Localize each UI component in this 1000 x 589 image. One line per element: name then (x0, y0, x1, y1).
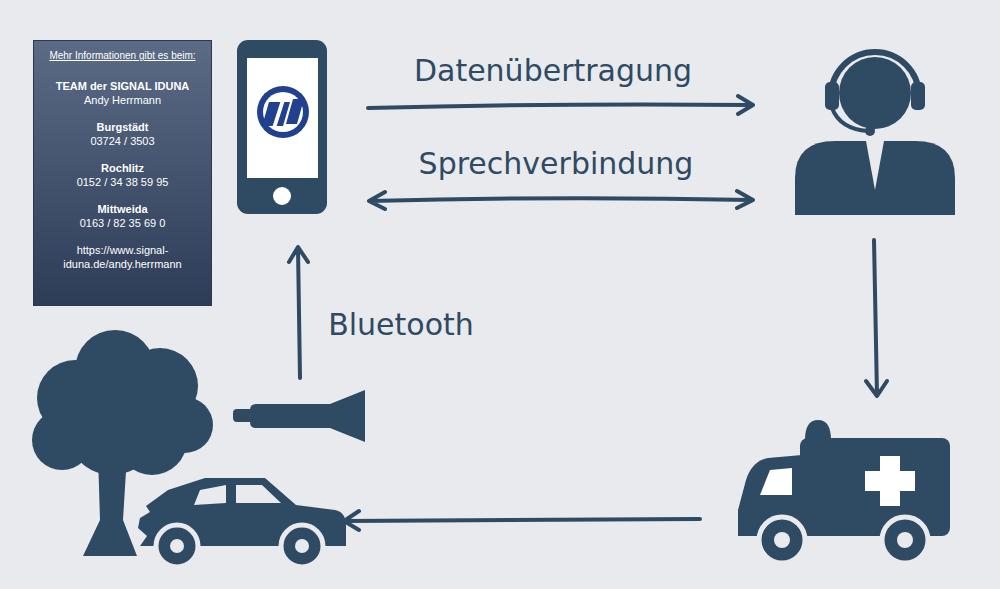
info-heading: Mehr Informationen gibt es beim: (40, 49, 205, 63)
contact-heading: Rochlitz (40, 161, 205, 175)
adapter-icon (233, 390, 365, 442)
contact-heading: TEAM der SIGNAL IDUNA (40, 79, 205, 93)
arrow (368, 96, 753, 114)
arrow-label: Bluetooth (328, 308, 474, 342)
contact-detail: 0163 / 82 35 69 0 (40, 216, 205, 230)
car-icon (138, 478, 346, 567)
contact-detail: 0152 / 34 38 59 95 (40, 175, 205, 189)
info-box: Mehr Informationen gibt es beim: TEAM der… (33, 40, 212, 306)
contact-heading: Mittweida (40, 202, 205, 216)
phone-icon (237, 40, 327, 214)
arrow-label: Sprechverbindung (419, 147, 694, 181)
arrow (289, 247, 308, 378)
double-arrow (369, 191, 753, 209)
contact-heading: Burgstädt (40, 120, 205, 134)
contact-detail: 03724 / 3503 (40, 134, 205, 148)
agent-icon (795, 52, 955, 215)
contact-detail: Andy Herrmann (40, 93, 205, 107)
arrow-label: Datenübertragung (414, 54, 692, 88)
arrow (866, 240, 887, 396)
contact-detail: https://www.signal-iduna.de/andy.herrman… (40, 243, 205, 271)
ambulance-icon (738, 420, 950, 563)
arrow (344, 511, 700, 530)
